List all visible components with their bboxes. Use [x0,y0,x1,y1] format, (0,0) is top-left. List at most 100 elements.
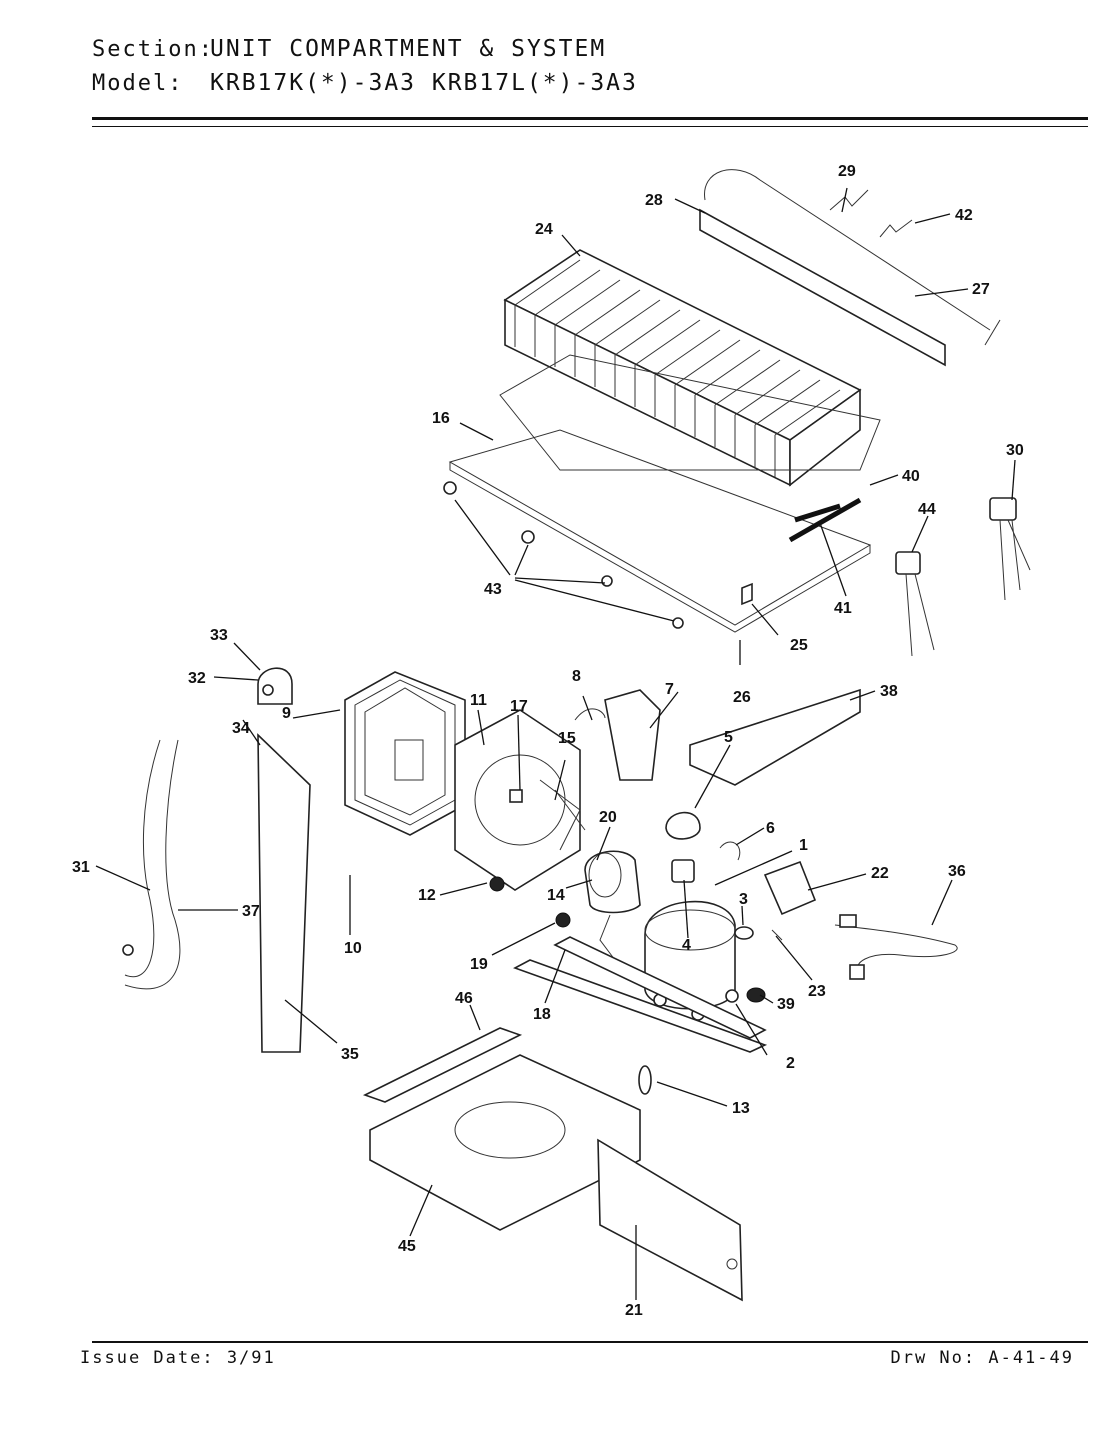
bracket-38-part [689,688,861,786]
heater-part [788,497,862,543]
grommet-part [555,912,571,928]
model-line: Model: KRB17K(*)-3A3 KRB17L(*)-3A3 [92,70,638,96]
relay-mount-part [574,689,661,781]
callout-3: 3 [739,891,748,908]
coil-fin [514,259,581,347]
callout-numbers: 1 2 3 4 5 6 7 8 9 10 11 12 13 14 15 16 1… [72,163,1024,1319]
callout-31: 31 [72,859,90,876]
callout-7: 7 [665,681,674,698]
callout-25: 25 [790,637,808,654]
callout-14: 14 [547,887,565,904]
relay-44-part [895,551,935,657]
callout-38: 38 [880,683,898,700]
compressor-part [644,900,739,1021]
callout-23: 23 [808,983,826,1000]
callout-27: 27 [972,281,990,298]
callout-24: 24 [535,221,553,238]
callout-44: 44 [918,501,936,518]
coil-fin [754,379,821,467]
callout-11: 11 [470,692,487,709]
callout-26: 26 [733,689,751,706]
model-value: KRB17K(*)-3A3 KRB17L(*)-3A3 [210,70,638,96]
callout-42: 42 [955,207,973,224]
coil-fin [594,299,661,387]
wire-clip-part [829,189,913,238]
callout-39: 39 [777,996,795,1013]
condenser-coil-part [344,671,466,836]
leader-lines [95,187,1016,1300]
drawing-number: Drw No: A-41-49 [890,1348,1074,1368]
callout-16: 16 [432,410,450,427]
hose-part [122,739,181,990]
callout-4: 4 [682,937,691,954]
callout-41: 41 [834,600,852,617]
relay-22-part [763,860,817,941]
callout-2: 2 [786,1055,795,1072]
foot-parts [443,481,684,629]
header-rule-thick [92,117,1088,120]
coil-part [499,249,881,487]
callout-32: 32 [188,670,206,687]
callout-34: 34 [232,720,250,737]
callout-8: 8 [572,668,581,685]
coil-fin [534,269,601,357]
fan-motor-part [584,850,641,961]
issue-date: Issue Date: 3/91 [80,1348,276,1368]
callout-19: 19 [470,956,488,973]
callout-33: 33 [210,627,228,644]
base-rail-part [513,936,768,1053]
callout-40: 40 [902,468,920,485]
coil-fin [674,339,741,427]
coil-fin [614,309,681,397]
rear-panel-part [257,733,311,1053]
clip-25-part [741,582,753,606]
coil-fin [694,349,761,437]
relay-30-part [989,497,1031,601]
base-pan-part [362,1027,641,1231]
clip-5-part [665,811,741,861]
header-rule-thin [92,126,1088,127]
part-13-clip [638,1065,652,1095]
section-line: Section:UNIT COMPARTMENT & SYSTEM [92,36,606,62]
callout-5: 5 [724,729,733,746]
callout-29: 29 [838,163,856,180]
washer-part [734,926,766,1003]
callout-35: 35 [341,1046,359,1063]
overload-part [671,859,695,883]
coil-fin [654,329,721,417]
callout-22: 22 [871,865,889,882]
pan-part [448,429,872,633]
callout-36: 36 [948,863,966,880]
callout-18: 18 [533,1006,551,1023]
callout-17: 17 [510,698,528,715]
callout-1: 1 [799,837,808,854]
coil-fin [714,359,781,447]
callout-21: 21 [625,1302,643,1319]
callout-46: 46 [455,990,473,1007]
coil-fin [554,279,621,367]
fan-shroud-part [454,709,586,892]
callout-37: 37 [242,903,260,920]
coil-fin [634,319,701,407]
footer-rule [92,1341,1088,1343]
callout-15: 15 [558,730,576,747]
clamp-part [257,667,293,705]
model-label: Model: [92,71,184,96]
callout-30: 30 [1006,442,1024,459]
section-value: UNIT COMPARTMENT & SYSTEM [210,36,607,62]
callout-43: 43 [484,581,502,598]
callout-45: 45 [398,1238,416,1255]
callout-13: 13 [732,1100,750,1117]
section-label: Section: [92,37,214,62]
callout-6: 6 [766,820,775,837]
callout-10: 10 [344,940,362,957]
condenser-bracket-part [699,169,1001,367]
callout-12: 12 [418,887,436,904]
callout-9: 9 [282,705,291,722]
power-cord-part [834,914,958,980]
callout-28: 28 [645,192,663,209]
callout-20: 20 [599,809,617,826]
front-panel-part [597,1138,743,1302]
